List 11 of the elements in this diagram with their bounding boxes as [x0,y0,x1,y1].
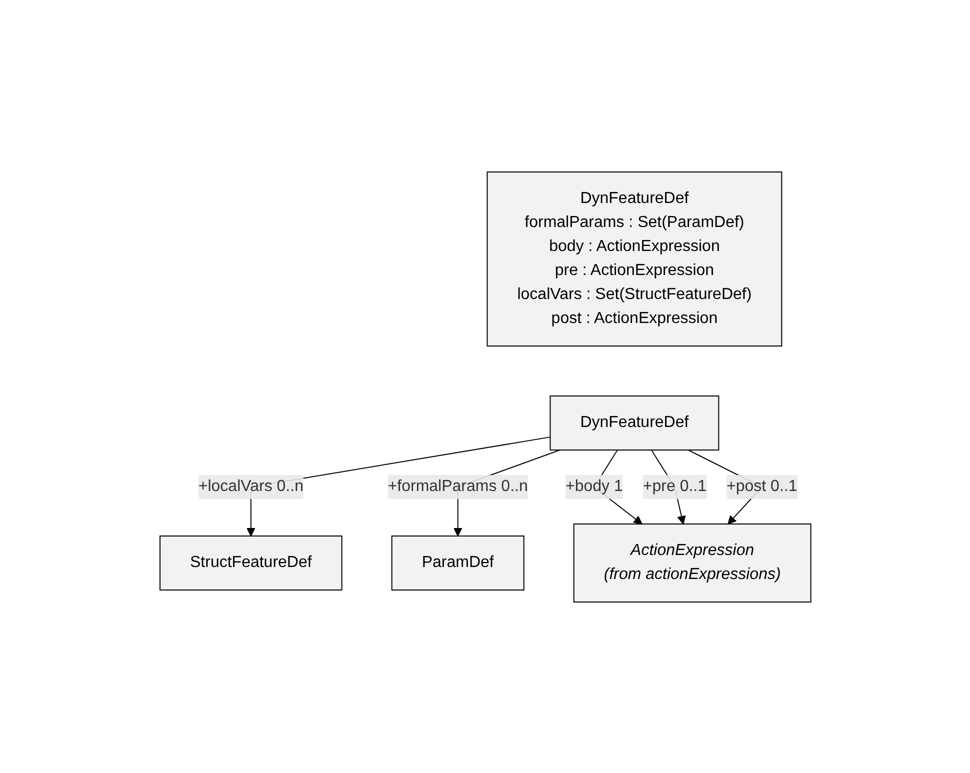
node-box: ParamDef [390,535,524,590]
edge-label: +localVars 0..n [198,478,304,494]
node-box: DynFeatureDef [549,395,719,450]
node-box: StructFeatureDef [159,535,342,590]
arrow [246,436,550,536]
node-box: DynFeatureDef formalParams : Set(ParamDef) body : ActionExpression pre : ActionExpression localVars : Set(StructFeatureDef) post : ActionExpression [486,171,782,346]
node-box: ActionExpression (from actionExpressions) [572,523,811,602]
edge-label: +pre 0..1 [642,478,706,494]
edge-label: +post 0..1 [726,478,797,494]
edge-label: +formalParams 0..n [387,478,528,494]
edge-label: +body 1 [565,478,622,494]
